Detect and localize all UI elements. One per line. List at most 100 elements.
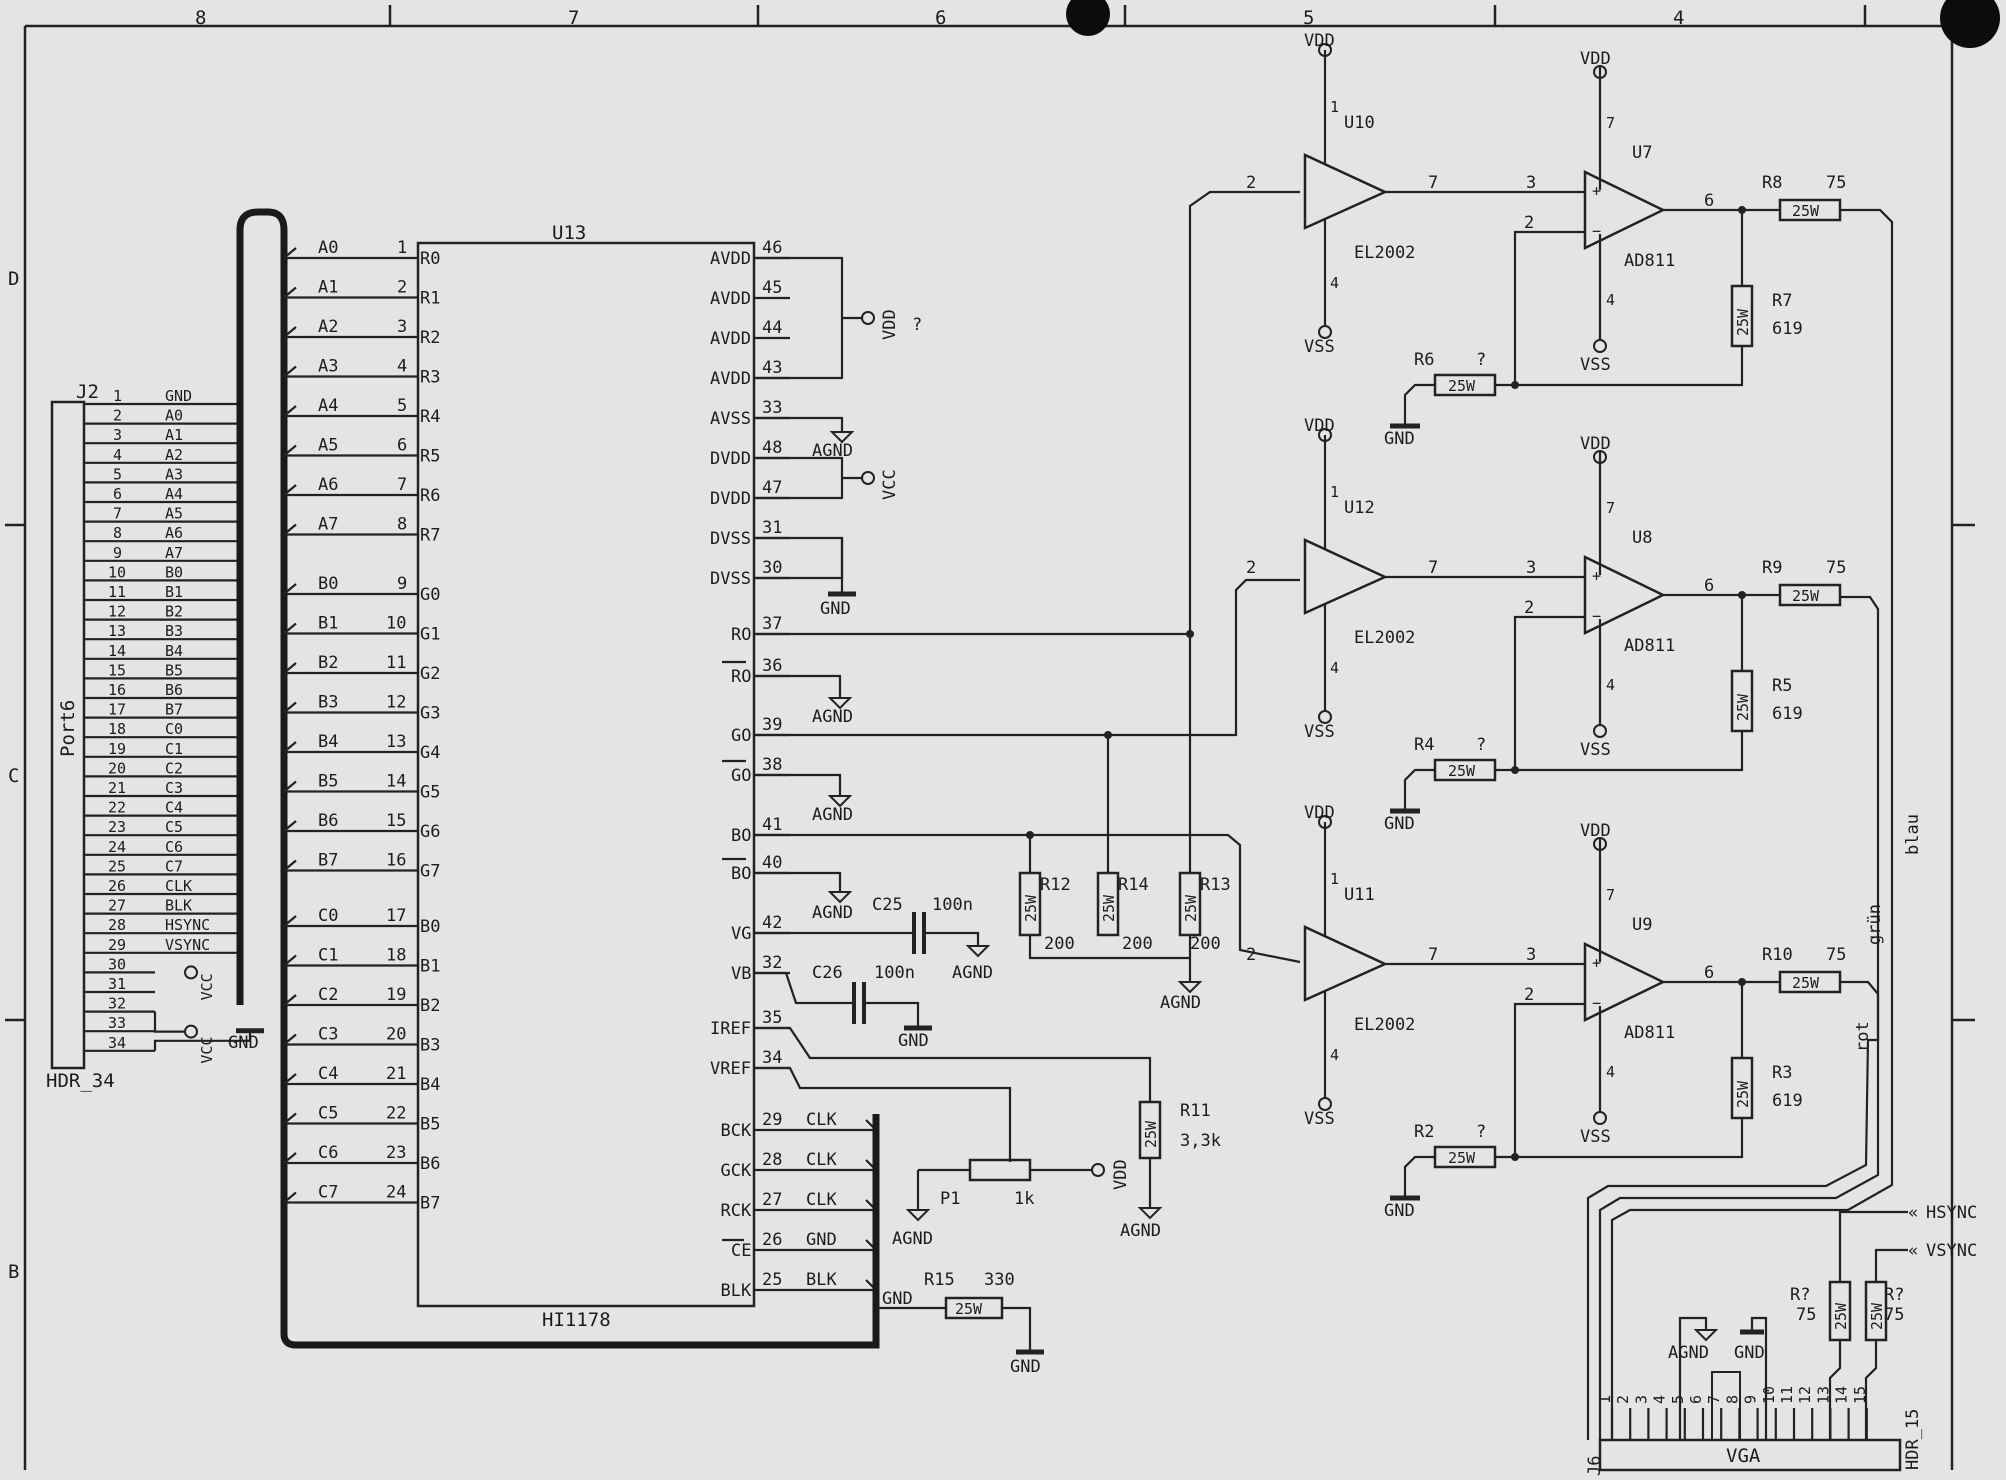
buffer-pin-1: 1 bbox=[1330, 98, 1339, 116]
j2-pin-net: A0 bbox=[165, 407, 183, 425]
r12-val: 200 bbox=[1044, 934, 1075, 954]
r15-val: 330 bbox=[984, 1270, 1015, 1290]
hsync-label: HSYNC bbox=[1926, 1203, 1977, 1223]
rv-body: 25W bbox=[1868, 1302, 1886, 1330]
rh-val: 75 bbox=[1796, 1305, 1816, 1325]
u13-pin-name: R3 bbox=[420, 368, 440, 388]
u13-bus-label: A7 bbox=[318, 515, 338, 535]
vsync-label: VSYNC bbox=[1926, 1241, 1977, 1261]
u13-bus-label: C7 bbox=[318, 1183, 338, 1203]
u13-pin-name: BCK bbox=[721, 1121, 752, 1141]
j2-pin-net: B6 bbox=[165, 681, 183, 699]
j6-pin-number: 7 bbox=[1705, 1395, 1723, 1404]
u13-bus-label: A2 bbox=[318, 317, 338, 337]
net-vcc-u13: VCC bbox=[880, 469, 900, 500]
buffer-vdd: VDD bbox=[1304, 803, 1335, 823]
j2-pin-number: 18 bbox=[108, 720, 126, 738]
opamp-pin-4: 4 bbox=[1606, 1063, 1615, 1081]
r12-ref: R12 bbox=[1040, 875, 1071, 895]
series-resistor-ref: R9 bbox=[1762, 558, 1782, 578]
u13-bus-label: C0 bbox=[318, 906, 338, 926]
u13-pin-number: 32 bbox=[762, 953, 782, 973]
j2-pin-number: 14 bbox=[108, 642, 126, 660]
j2-pin-net: A4 bbox=[165, 485, 183, 503]
j2-pin-net: C7 bbox=[165, 857, 183, 875]
feedback-resistor-val: 619 bbox=[1772, 1091, 1803, 1111]
gain-resistor-ref: R4 bbox=[1414, 735, 1434, 755]
u13-pin-name: R2 bbox=[420, 328, 440, 348]
u13-pin-number: 44 bbox=[762, 318, 782, 338]
u13-pin-name: B4 bbox=[420, 1075, 440, 1095]
j2-pin-number: 8 bbox=[113, 524, 122, 542]
buffer-part: EL2002 bbox=[1354, 628, 1415, 648]
j2-pin-net: CLK bbox=[165, 877, 192, 895]
j6-pin-number: 5 bbox=[1669, 1395, 1687, 1404]
p1-val: 1k bbox=[1014, 1189, 1034, 1209]
u13-bus-label: C6 bbox=[318, 1143, 338, 1163]
capacitor-c25: C25 100n AGND bbox=[754, 895, 993, 983]
j2-part: HDR_34 bbox=[46, 1070, 115, 1092]
u13-pin-net: CLK bbox=[806, 1190, 837, 1210]
u13-pin-name: GO bbox=[731, 726, 751, 746]
hsync-port-arrow: « bbox=[1908, 1203, 1918, 1223]
buffer-pin-2: 2 bbox=[1246, 173, 1256, 193]
u13-pin-name: G7 bbox=[420, 862, 440, 882]
buffer-pin-4: 4 bbox=[1330, 274, 1339, 292]
opamp-vss: VSS bbox=[1580, 1127, 1611, 1147]
u13-pin-number: 10 bbox=[386, 614, 406, 634]
c26-val: 100n bbox=[874, 963, 915, 983]
u13-pin-number: 38 bbox=[762, 755, 782, 775]
j2-pin-net: BLK bbox=[165, 897, 192, 915]
u13-bus-label: B7 bbox=[318, 851, 338, 871]
j2-pin-net: C1 bbox=[165, 740, 183, 758]
opamp-part: AD811 bbox=[1624, 1023, 1675, 1043]
net-rot: rot bbox=[1853, 1021, 1873, 1052]
sheet-frame: 8 7 6 5 4 D C B bbox=[5, 0, 2000, 1470]
opamp-pin-3: 3 bbox=[1526, 173, 1536, 193]
u13-pin-number: 46 bbox=[762, 238, 782, 258]
u13-pin-name: VREF bbox=[710, 1059, 751, 1079]
u13-pin-number: 31 bbox=[762, 518, 782, 538]
j6-ref: J6 bbox=[1585, 1456, 1605, 1476]
feedback-resistor-body: 25W bbox=[1734, 1080, 1752, 1108]
j6-pin-number: 1 bbox=[1596, 1395, 1614, 1404]
j2-pin-number: 29 bbox=[108, 936, 126, 954]
u13-pin-name: BO bbox=[731, 864, 751, 884]
u13-pin-name: G6 bbox=[420, 822, 440, 842]
j2-title: Port6 bbox=[57, 700, 79, 757]
net-gnd-vga: GND bbox=[1734, 1343, 1765, 1363]
j6-pin-number: 10 bbox=[1760, 1386, 1778, 1404]
j2-pin-number: 26 bbox=[108, 877, 126, 895]
gain-resistor-body: 25W bbox=[1448, 377, 1476, 395]
feedback-resistor-body: 25W bbox=[1734, 308, 1752, 336]
net-agnd-c25: AGND bbox=[952, 963, 993, 983]
r13-ref: R13 bbox=[1200, 875, 1231, 895]
j2-pin-number: 23 bbox=[108, 818, 126, 836]
signal-routing: AGND bbox=[754, 190, 1301, 1013]
buffer-vss: VSS bbox=[1304, 337, 1335, 357]
r14-ref: R14 bbox=[1118, 875, 1149, 895]
j2-pin-net: B2 bbox=[165, 603, 183, 621]
r15-ref: R15 bbox=[924, 1270, 955, 1290]
u13-pin-number: 41 bbox=[762, 815, 782, 835]
j2-pin-number: 24 bbox=[108, 838, 126, 856]
opamp-pin-2: 2 bbox=[1524, 213, 1534, 233]
r11-ref: R11 bbox=[1180, 1101, 1211, 1121]
u13-pin-name: AVDD bbox=[710, 249, 751, 269]
j2-pin-number: 4 bbox=[113, 446, 122, 464]
net-agnd-go: AGND bbox=[812, 805, 853, 825]
border-col-7: 7 bbox=[568, 7, 579, 29]
sync-section: « HSYNC « VSYNC 25W 25W R? 75 R? 75 AGND… bbox=[1668, 1203, 1977, 1440]
gain-resistor-body: 25W bbox=[1448, 1149, 1476, 1167]
feedback-resistor-body: 25W bbox=[1734, 693, 1752, 721]
net-agnd-bo: AGND bbox=[812, 903, 853, 923]
border-col-4: 4 bbox=[1673, 7, 1684, 29]
j6-pin-number: 8 bbox=[1723, 1395, 1741, 1404]
j2-pin-net: B3 bbox=[165, 622, 183, 640]
u13-bus-label: B6 bbox=[318, 811, 338, 831]
u13-bus-label: B3 bbox=[318, 693, 338, 713]
series-resistor-ref: R8 bbox=[1762, 173, 1782, 193]
u13-pin-name: R4 bbox=[420, 407, 440, 427]
rv-ref: R? bbox=[1884, 1285, 1904, 1305]
